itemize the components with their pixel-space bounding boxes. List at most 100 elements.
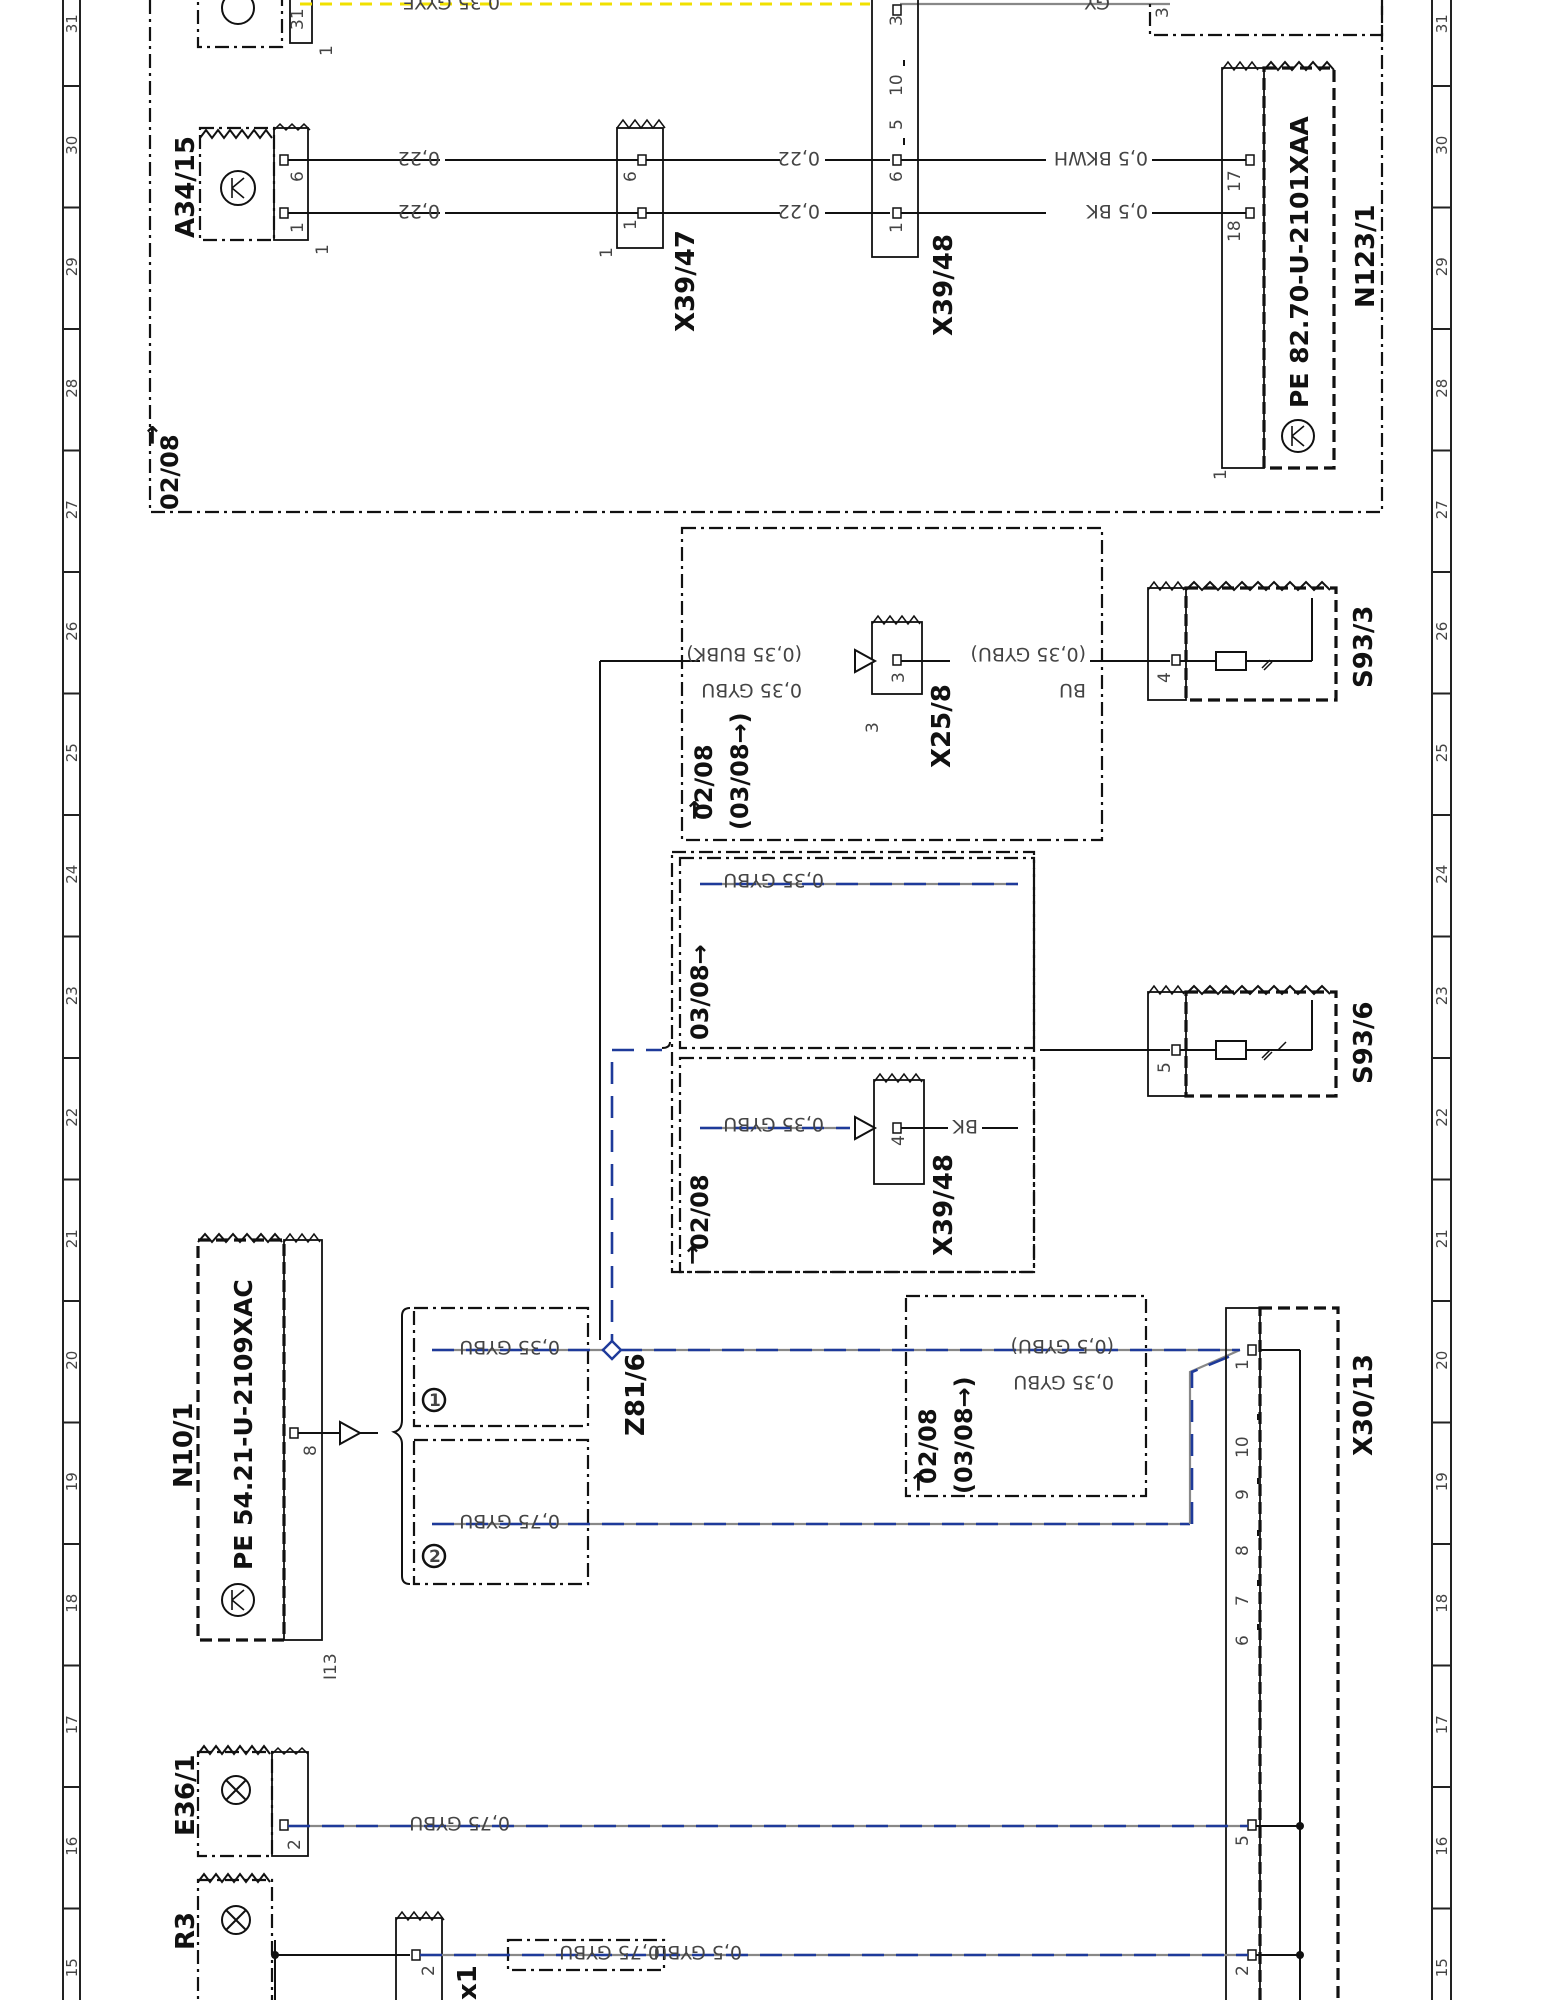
svg-text:(0,35 GYBU): (0,35 GYBU) xyxy=(971,643,1087,665)
grid-number: 18 xyxy=(1433,1594,1451,1613)
svg-text:1: 1 xyxy=(288,222,308,233)
grid-number: 20 xyxy=(63,1351,81,1370)
grid-number: 15 xyxy=(1433,1958,1451,1977)
grid-number: 24 xyxy=(1433,865,1451,884)
svg-text:1: 1 xyxy=(597,247,617,258)
grid-number: 16 xyxy=(1433,1837,1451,1856)
s93-6-label: S93/6 xyxy=(1349,1002,1379,1085)
svg-text:9: 9 xyxy=(1233,1489,1253,1500)
r3-label: R3 xyxy=(171,1912,201,1950)
x1-connector: 2 x1 0,75 GYBU 0,5 GYBU xyxy=(395,1910,1248,2005)
n123-wires: 0,5 BKWH 0,5 BK xyxy=(901,147,1250,222)
svg-text:10: 10 xyxy=(887,74,907,96)
svg-text:0,35 GYBU: 0,35 GYBU xyxy=(1013,1371,1114,1393)
grid-number: 30 xyxy=(63,136,81,155)
n123-1-label: N123/1 xyxy=(1351,204,1381,308)
svg-text:6: 6 xyxy=(1233,1635,1253,1646)
svg-text:2: 2 xyxy=(285,1839,305,1850)
top-component: 31 1 0,35 GYYE GY 3 xyxy=(196,0,1384,56)
grid-number: 19 xyxy=(1433,1472,1451,1491)
grid-number: 27 xyxy=(1433,500,1451,519)
x1-label: x1 xyxy=(453,1965,483,2000)
variant-blocks: 03/08→ 02/08 → 0,35 GYBU 0,35 GYBU 4 X39… xyxy=(610,850,1170,1356)
n123-1-component: 17 18 1 PE 82.70-U-2101XAA N123/1 xyxy=(1211,60,1381,480)
svg-text:5: 5 xyxy=(887,119,907,130)
grid-number: 21 xyxy=(63,1229,81,1248)
grid-number: 23 xyxy=(63,986,81,1005)
svg-text:31: 31 xyxy=(288,8,308,30)
svg-text:8: 8 xyxy=(1233,1545,1253,1556)
x30-13-label: X30/13 xyxy=(1349,1354,1379,1456)
r3-lamp: R3 xyxy=(171,1872,410,2005)
svg-text:02/08: 02/08 xyxy=(690,744,718,820)
svg-text:1: 1 xyxy=(313,244,333,255)
svg-text:1: 1 xyxy=(317,45,337,56)
svg-text:0,5 BK: 0,5 BK xyxy=(1086,200,1148,222)
svg-text:BU: BU xyxy=(1059,679,1086,701)
option-blocks: 1 2 0,35 GYBU 0,75 GYBU xyxy=(391,1306,1241,1586)
grid-number: 19 xyxy=(63,1472,81,1491)
svg-text:1: 1 xyxy=(1233,1359,1253,1370)
svg-text:1: 1 xyxy=(621,219,641,230)
svg-text:17: 17 xyxy=(1225,170,1245,192)
svg-text:→: → xyxy=(138,425,166,445)
svg-text:0,35 GYBU: 0,35 GYBU xyxy=(701,679,802,701)
svg-text:7: 7 xyxy=(1233,1595,1253,1606)
grid-number: 17 xyxy=(1433,1715,1451,1734)
svg-text:6: 6 xyxy=(288,171,308,182)
svg-text:1: 1 xyxy=(429,1391,441,1411)
svg-text:→: → xyxy=(904,1472,932,1492)
svg-text:5: 5 xyxy=(1233,1835,1253,1846)
n123-1-pe-label: PE 82.70-U-2101XAA xyxy=(1285,116,1314,408)
x39-48-mid-label: X39/48 xyxy=(929,1154,959,1256)
n10-1-component: PE 54.21-U-2109XAC N10/1 8 I13 xyxy=(169,1232,378,1680)
svg-text:3: 3 xyxy=(887,15,907,26)
x39-wires: 0,22 0,22 xyxy=(646,147,890,222)
grid-number: 27 xyxy=(63,500,81,519)
svg-text:02/08: 02/08 xyxy=(914,1408,942,1484)
svg-text:2: 2 xyxy=(419,1965,439,1976)
svg-text:2: 2 xyxy=(429,1547,441,1567)
grid-number: 26 xyxy=(63,622,81,641)
grid-number: 30 xyxy=(1433,136,1451,155)
svg-text:0,75 GYBU: 0,75 GYBU xyxy=(409,1812,510,1834)
svg-text:(03/08→): (03/08→) xyxy=(726,712,754,830)
top-panel: 02/08 → xyxy=(138,0,1384,514)
svg-text:→: → xyxy=(678,1245,706,1265)
a34-15-component: 6 1 1 A34/15 xyxy=(171,122,440,255)
grid-number: 22 xyxy=(63,1108,81,1127)
svg-text:0,35 GYYE: 0,35 GYYE xyxy=(403,0,500,13)
s93-3-label: S93/3 xyxy=(1349,606,1379,689)
z81-6-splice: Z81/6 xyxy=(601,1339,1240,1436)
grid-number: 25 xyxy=(63,743,81,762)
svg-text:0,22: 0,22 xyxy=(778,200,820,222)
svg-text:(03/08→): (03/08→) xyxy=(950,1376,978,1494)
grid-number: 28 xyxy=(1433,379,1451,398)
grid-number: 29 xyxy=(63,257,81,276)
a34-15-label: A34/15 xyxy=(171,136,201,238)
grid-number: 15 xyxy=(63,1958,81,1977)
svg-text:0,35 GYBU: 0,35 GYBU xyxy=(723,869,824,891)
svg-text:GY: GY xyxy=(1084,0,1110,13)
svg-text:5: 5 xyxy=(1155,1062,1175,1073)
s93-6-switch: 5 S93/6 xyxy=(1147,984,1379,1098)
n10-1-label: N10/1 xyxy=(169,1402,199,1488)
svg-text:1: 1 xyxy=(1211,469,1231,480)
grid-number: 25 xyxy=(1433,743,1451,762)
x39-47-connector: 6 1 1 X39/47 xyxy=(597,118,701,332)
x39-48-top-label: X39/48 xyxy=(929,234,959,336)
svg-text:0,22: 0,22 xyxy=(398,200,440,222)
svg-text:18: 18 xyxy=(1225,220,1245,242)
grid-number: 26 xyxy=(1433,622,1451,641)
svg-text:0,5 GYBU: 0,5 GYBU xyxy=(653,1941,742,1963)
grid-number: 24 xyxy=(63,865,81,884)
svg-text:6: 6 xyxy=(621,171,641,182)
x39-48-top-connector: 3 10 5 6 1 X39/48 xyxy=(871,0,959,336)
svg-text:4: 4 xyxy=(1155,672,1175,683)
svg-text:4: 4 xyxy=(889,1135,909,1146)
e36-1-lamp: 2 E36/1 0,75 GYBU xyxy=(171,1744,1248,1858)
lower-variant-block: 02/08 (03/08→) → 0,35 GYBU (0,5 GYBU) xyxy=(904,1294,1148,1498)
grid-number: 22 xyxy=(1433,1108,1451,1127)
svg-text:0,22: 0,22 xyxy=(778,147,820,169)
